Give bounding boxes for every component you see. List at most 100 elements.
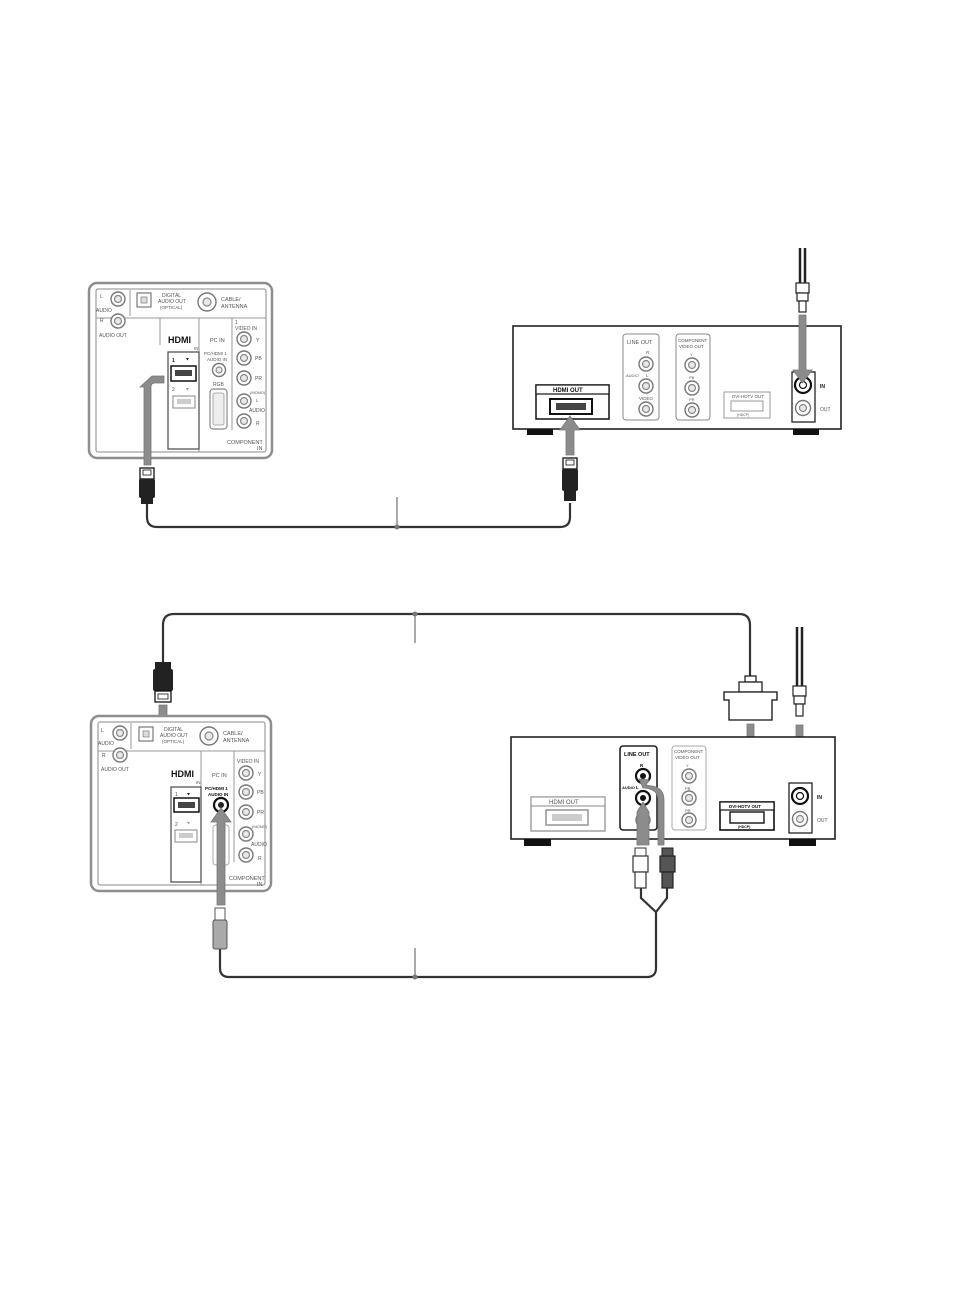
tv2-hdmi-in: IN (196, 780, 201, 785)
tv1-pr: PR (255, 376, 262, 382)
tv1-audio-out-audio: AUDIO (96, 308, 112, 314)
tv1-audio: AUDIO (249, 408, 265, 414)
tv1-hdmi-port2-label: 2 (172, 387, 175, 393)
dev1-hdmi-out: HDMI OUT (553, 388, 583, 394)
dev1-comp-line2: VIDEO OUT (679, 344, 704, 349)
tv1-digital-line2: AUDIO OUT (158, 299, 186, 305)
tv1-digital-line1: DIGITAL (162, 293, 181, 299)
tv2-audio-out-l: L (101, 728, 104, 734)
tv2-hdmi-logo: HDMI (171, 769, 194, 779)
dev1-y: Y (690, 352, 693, 357)
tv1-rgb: RGB (213, 382, 225, 388)
tv2-pc-audio-line1: PC/HDMI 1 (205, 786, 228, 791)
tv1-audio-out-label: AUDIO OUT (99, 333, 127, 339)
dev2-pb: PB (685, 786, 691, 791)
tv2-digital-line2: AUDIO OUT (160, 733, 188, 739)
dvi-out-port-1 (730, 400, 764, 412)
dev1-l: L (646, 373, 649, 378)
tv-rear-panel-2: L AUDIO R AUDIO OUT DIGITAL AUDIO OUT (O… (89, 714, 273, 893)
dev2-hdmi-out: HDMI OUT (549, 800, 579, 806)
dev1-dvi-out: DVI-HDTV OUT (732, 394, 764, 399)
tv2-mono: (MONO) (252, 824, 268, 829)
arrow-hdmi-tv (138, 375, 165, 466)
tv2-pc-in: PC IN (212, 773, 227, 779)
tv1-cable-line1: CABLE/ (221, 297, 241, 303)
tv1-audio-out-r: R (100, 318, 104, 324)
dev2-pr: PR (685, 808, 691, 813)
tv1-digital-line3: (OPTICAL) (160, 305, 183, 310)
dev2-in: IN (817, 795, 822, 801)
tv-rear-panel-1: L AUDIO R AUDIO OUT DIGITAL AUDIO OUT (O… (87, 281, 274, 460)
tv2-audio: AUDIO (251, 842, 267, 848)
tv1-cable-line2: ANTENNA (221, 304, 248, 310)
tv2-audio-out-r: R (102, 753, 106, 759)
arrow-antenna-1 (792, 314, 813, 384)
tv2-y: Y (258, 772, 262, 778)
tv1-pc-audio-line1: PC/HDMI 1 (204, 351, 227, 356)
tv2-component-line2: IN (257, 882, 263, 888)
device-rear-panel-2: HDMI OUT LINE OUT R AUDIO L COMPONENT VI… (510, 736, 836, 846)
hdmi-cable (138, 375, 581, 530)
dev1-comp-line1: COMPONENT (678, 338, 708, 343)
tv1-hdmi-logo: HDMI (168, 335, 191, 345)
arrow-hdmi-device (559, 415, 581, 456)
dev1-pb: PB (689, 375, 695, 380)
dev2-out: OUT (817, 818, 828, 824)
dev1-in: IN (820, 384, 825, 390)
tv2-audio-out-label: AUDIO OUT (101, 767, 129, 773)
dev2-dvi-sub: (HDCP) (738, 825, 750, 829)
dev2-dvi-out: DVI-HDTV OUT (729, 804, 761, 809)
tv1-mono: (MONO) (250, 390, 266, 395)
dev2-l: L (636, 785, 639, 790)
dev1-dvi-sub: (HDCP) (737, 413, 749, 417)
dev1-r: R (646, 350, 650, 355)
dvi-out-port-2 (729, 811, 765, 824)
arrow-audio-tv (210, 807, 232, 906)
arrow-audio-l (636, 801, 650, 846)
tv1-audio-r: R (256, 421, 260, 427)
dev2-audio: AUDIO (622, 785, 635, 790)
dev2-comp-line2: VIDEO OUT (675, 755, 700, 760)
tv2-cable-line2: ANTENNA (223, 738, 250, 744)
tv2-video-in-line2: VIDEO IN (237, 759, 259, 765)
tv2-hdmi-port2-label: 2 (175, 822, 178, 828)
dev2-y: Y (686, 763, 689, 768)
tv1-component-line2: IN (257, 446, 263, 452)
tv2-audio-r: R (258, 856, 262, 862)
dev1-video: VIDEO (639, 396, 654, 401)
dev1-audio: AUDIO (626, 373, 639, 378)
tv2-hdmi-port1-label: 1 (175, 792, 178, 798)
tv1-pb: PB (255, 356, 262, 362)
dev2-r: R (640, 763, 644, 768)
tv2-component-line1: COMPONENT (229, 876, 265, 882)
tv1-hdmi-port1-label: 1 (172, 358, 175, 364)
dev1-pr: PR (689, 397, 695, 402)
device-rear-panel-1: LINE OUT R AUDIO L VIDEO COMPONENT VIDEO… (512, 325, 842, 435)
tv2-audio-out-audio: AUDIO (98, 741, 114, 747)
dev2-line-out: LINE OUT (624, 752, 650, 758)
antenna-cable-1 (792, 248, 813, 384)
arrow-audio-r (638, 778, 665, 846)
tv1-video-in-line1: 1 (235, 320, 238, 326)
tv2-pr: PR (257, 810, 264, 816)
tv1-audio-l: L (256, 398, 259, 403)
tv2-cable-line1: CABLE/ (223, 731, 243, 737)
tv2-digital-line3: (OPTICAL) (162, 739, 185, 744)
tv1-video-in-line2: VIDEO IN (235, 326, 257, 332)
tv2-digital-line1: DIGITAL (164, 727, 183, 733)
tv1-audio-out-l: L (100, 294, 103, 300)
tv2-pc-audio-line2: AUDIO IN (208, 792, 228, 797)
diagram-hdmi-connection: L AUDIO R AUDIO OUT DIGITAL AUDIO OUT (O… (87, 248, 842, 530)
tv1-component-line1: COMPONENT (227, 440, 263, 446)
dev1-line-out: LINE OUT (627, 340, 653, 346)
tv1-pc-audio-line2: AUDIO IN (207, 357, 227, 362)
audio-cable (210, 778, 676, 980)
tv2-pb: PB (257, 790, 264, 796)
tv1-hdmi-in: IN (194, 346, 199, 351)
dev2-comp-line1: COMPONENT (674, 749, 704, 754)
diagram-dvi-connection: L AUDIO R AUDIO OUT DIGITAL AUDIO OUT (O… (89, 611, 836, 980)
tv1-pc-in: PC IN (210, 338, 225, 344)
dev1-out: OUT (820, 407, 831, 413)
tv1-y: Y (256, 338, 260, 344)
